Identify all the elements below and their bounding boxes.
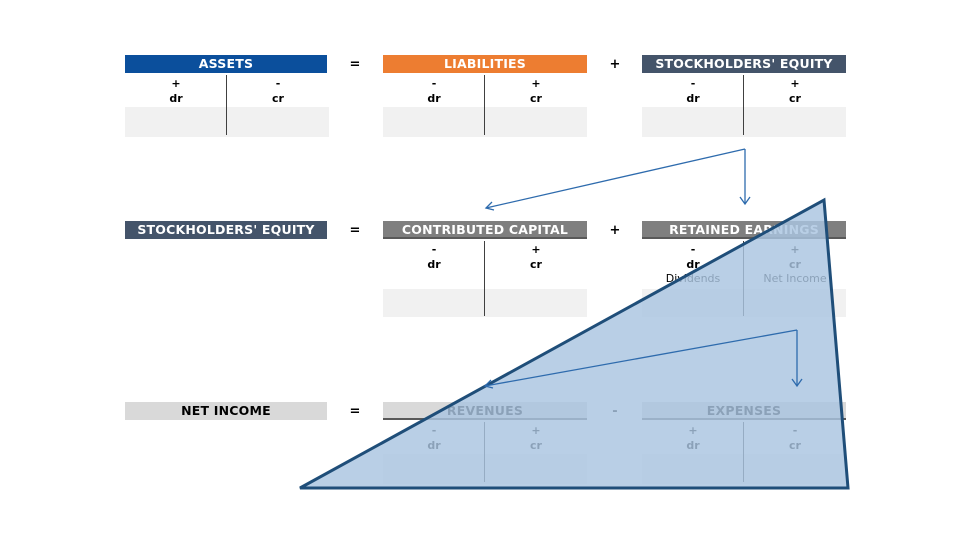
credit-sign: - xyxy=(275,77,281,90)
credit-sign: + xyxy=(531,77,541,90)
plus-operator: + xyxy=(609,57,621,72)
stockholders-equity-header: STOCKHOLDERS' EQUITY xyxy=(642,55,846,73)
credit-sign: + xyxy=(531,243,541,256)
credit-label: cr xyxy=(272,92,284,105)
assets-balance-area xyxy=(125,107,329,137)
debit-sign: - xyxy=(690,77,696,90)
equals-operator: = xyxy=(349,223,361,238)
contributed-capital-balance-area xyxy=(383,289,587,317)
credit-sign: + xyxy=(790,77,800,90)
debit-sign: + xyxy=(171,77,181,90)
liabilities-header: LIABILITIES xyxy=(383,55,587,73)
stockholders-equity-label: STOCKHOLDERS' EQUITY xyxy=(125,221,327,239)
net-income-label: NET INCOME xyxy=(125,402,327,420)
equals-operator: = xyxy=(349,404,361,419)
contributed-capital-t-account: - + dr cr xyxy=(383,241,587,317)
flow-arrow-equity xyxy=(484,148,751,211)
equals-operator: = xyxy=(349,57,361,72)
t-divider xyxy=(226,75,227,135)
assets-header: ASSETS xyxy=(125,55,327,73)
debit-sign: - xyxy=(431,243,437,256)
debit-sign: - xyxy=(690,243,696,256)
liabilities-balance-area xyxy=(383,107,587,137)
debit-label: dr xyxy=(427,92,441,105)
debit-sign: - xyxy=(431,77,437,90)
plus-operator: + xyxy=(609,223,621,238)
contributed-capital-header: CONTRIBUTED CAPITAL xyxy=(383,221,587,239)
stockholders-equity-t-account: - + dr cr xyxy=(642,75,846,137)
credit-label: cr xyxy=(530,258,542,271)
t-divider xyxy=(484,75,485,135)
t-divider xyxy=(484,241,485,316)
debit-label: dr xyxy=(169,92,183,105)
credit-label: cr xyxy=(789,92,801,105)
t-divider xyxy=(743,75,744,135)
debit-label: dr xyxy=(427,258,441,271)
flow-arrow-net-income xyxy=(483,329,803,389)
debit-label: dr xyxy=(686,258,700,271)
highlight-triangle xyxy=(299,197,850,490)
liabilities-t-account: - + dr cr xyxy=(383,75,587,137)
debit-label: dr xyxy=(686,92,700,105)
equity-balance-area xyxy=(642,107,846,137)
credit-label: cr xyxy=(530,92,542,105)
assets-t-account: + - dr cr xyxy=(125,75,329,137)
